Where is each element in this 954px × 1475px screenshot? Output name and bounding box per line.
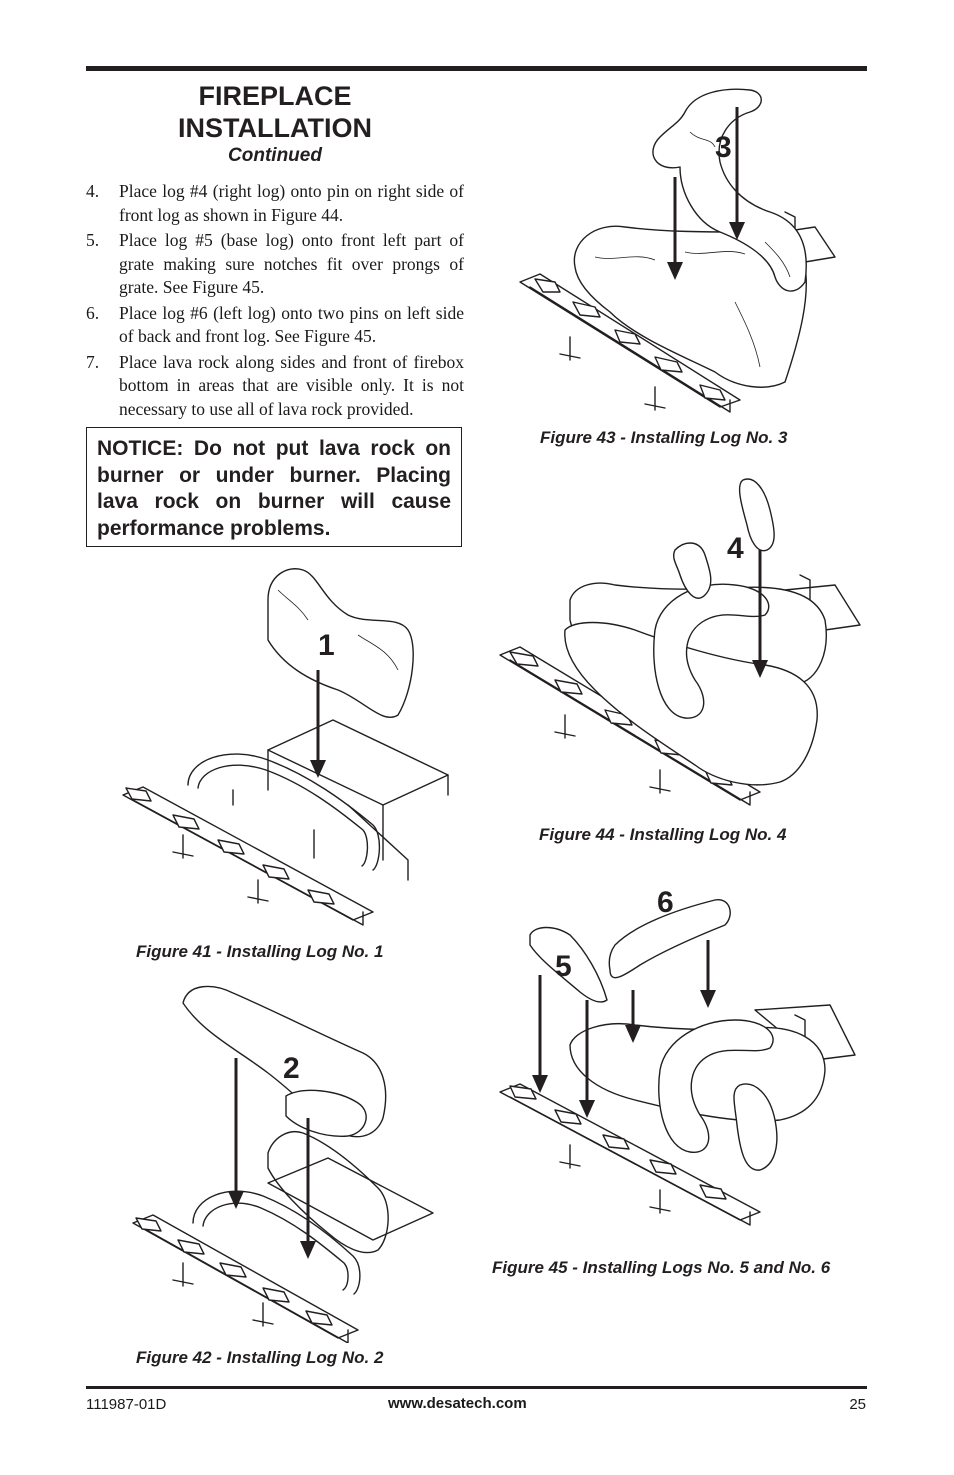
log-number-label: 3 xyxy=(715,131,732,164)
step-item: 5. Place log #5 (base log) onto front le… xyxy=(86,229,464,300)
step-number: 5. xyxy=(86,230,100,250)
step-text: Place log #5 (base log) onto front left … xyxy=(119,230,464,297)
figure-41-caption: Figure 41 - Installing Log No. 1 xyxy=(136,942,384,961)
instruction-steps: 4. Place log #4 (right log) onto pin on … xyxy=(86,180,464,423)
step-item: 7. Place lava rock along sides and front… xyxy=(86,351,464,422)
log-number-label: 1 xyxy=(318,629,335,662)
step-text: Place log #4 (right log) onto pin on rig… xyxy=(119,181,464,225)
section-title-line1: FIREPLACE xyxy=(198,81,352,111)
bottom-rule xyxy=(86,1386,867,1389)
step-number: 4. xyxy=(86,181,100,201)
figure-42-illustration: 2 xyxy=(128,978,438,1343)
section-header: FIREPLACE INSTALLATION Continued xyxy=(86,80,464,168)
figure-41-illustration: 1 xyxy=(118,560,453,930)
log-number-label: 2 xyxy=(283,1052,300,1085)
step-number: 6. xyxy=(86,302,100,323)
figure-42-caption: Figure 42 - Installing Log No. 2 xyxy=(136,1348,384,1367)
step-text: Place log #6 (left log) onto two pins on… xyxy=(119,302,464,347)
log-number-label: 6 xyxy=(657,886,674,919)
figure-44-caption: Figure 44 - Installing Log No. 4 xyxy=(539,825,787,844)
step-item: 4. Place log #4 (right log) onto pin on … xyxy=(86,180,464,227)
figure-44-illustration: 4 xyxy=(495,470,865,810)
notice-box: NOTICE: Do not put lava rock on burner o… xyxy=(86,427,462,547)
figure-45-illustration: 5 6 xyxy=(495,880,865,1230)
notice-text: NOTICE: Do not put lava rock on burner o… xyxy=(97,437,451,540)
page-number: 25 xyxy=(849,1396,866,1413)
top-rule xyxy=(86,66,867,71)
log-number-label: 4 xyxy=(727,532,744,565)
section-subtitle: Continued xyxy=(228,145,322,166)
step-number: 7. xyxy=(86,351,100,372)
step-item: 6. Place log #6 (left log) onto two pins… xyxy=(86,302,464,349)
website-link[interactable]: www.desatech.com xyxy=(388,1395,527,1412)
log-number-label: 5 xyxy=(555,950,572,983)
figure-45-caption: Figure 45 - Installing Logs No. 5 and No… xyxy=(492,1258,831,1277)
doc-number: 111987-01D xyxy=(86,1396,167,1413)
figure-43-illustration: 3 xyxy=(515,82,865,422)
figure-43-caption: Figure 43 - Installing Log No. 3 xyxy=(540,428,788,447)
section-title-line2: INSTALLATION xyxy=(178,113,372,143)
step-text: Place lava rock along sides and front of… xyxy=(119,351,464,419)
